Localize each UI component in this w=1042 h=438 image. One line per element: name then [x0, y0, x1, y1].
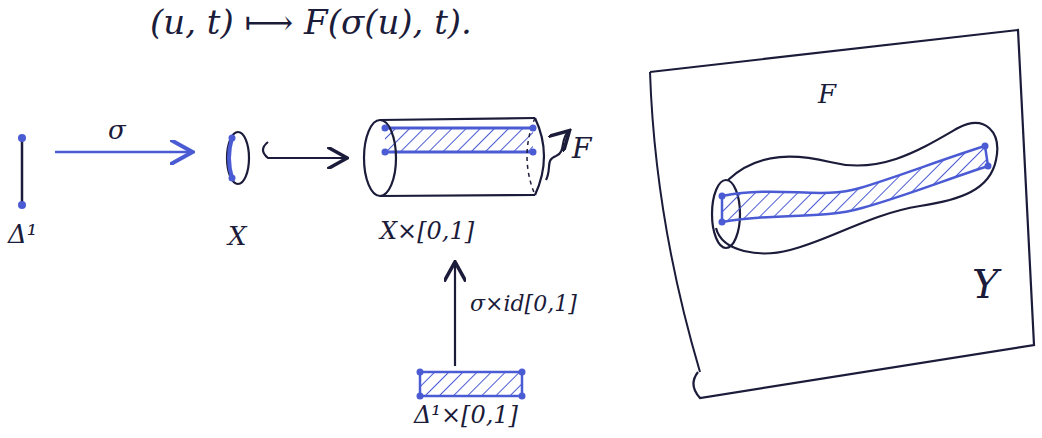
map-name: F [818, 80, 836, 109]
space-name: Δ¹ [8, 220, 37, 249]
inclusion-arrow [263, 142, 345, 158]
space-circle [227, 132, 249, 184]
formula: (u, t) ⟼ F(σ(u), t). [150, 4, 472, 41]
map-arrow [55, 151, 190, 154]
cylinder [364, 118, 544, 196]
map-arrow [454, 264, 456, 366]
map-name: σ×id[0,1] [470, 292, 577, 316]
space-name: Y [972, 262, 998, 306]
prism-rectangle [417, 369, 526, 400]
map-name: σ [108, 116, 126, 145]
space-name: X [228, 222, 247, 251]
space-name: X×[0,1] [380, 218, 474, 244]
image-tube [712, 123, 997, 253]
space-name: Δ¹×[0,1] [414, 402, 518, 428]
map-arrow [546, 132, 568, 180]
simplex-interval [18, 134, 26, 209]
map-name: F [572, 134, 591, 165]
target-space-sheet [650, 30, 1034, 398]
